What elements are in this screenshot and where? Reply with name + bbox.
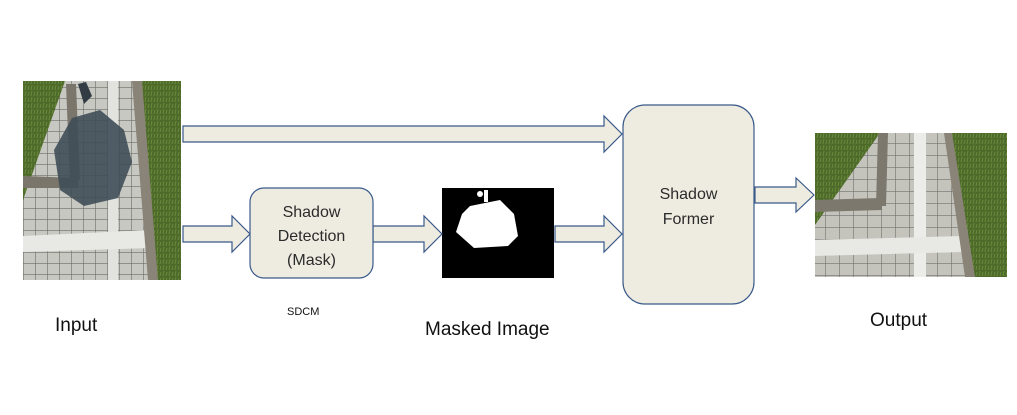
shadow-former-box <box>622 104 755 305</box>
arrow-mask-to-shadow-former <box>554 214 623 254</box>
arrow-detection-to-mask <box>372 214 443 254</box>
output-label: Output <box>870 310 928 331</box>
shadow-detection-line-1: Shadow <box>283 204 341 221</box>
input-image <box>23 81 181 280</box>
shadow-detection-line-2: Detection <box>278 228 346 245</box>
output-image <box>815 133 1007 277</box>
arrow-input-to-shadow-former <box>182 114 623 154</box>
input-label: Input <box>55 315 98 336</box>
shadow-detection-line-3: (Mask) <box>287 252 336 269</box>
arrow-input-to-detection <box>182 214 251 254</box>
shadow-detection-box <box>249 187 374 279</box>
arrow-shadow-former-to-output <box>754 176 815 214</box>
shadow-former-line-1: Shadow <box>660 186 718 203</box>
masked-image-label: Masked Image <box>425 319 550 340</box>
masked-image <box>442 188 554 278</box>
shadow-former-line-2: Former <box>663 211 715 228</box>
sdcm-label: SDCM <box>287 306 320 318</box>
